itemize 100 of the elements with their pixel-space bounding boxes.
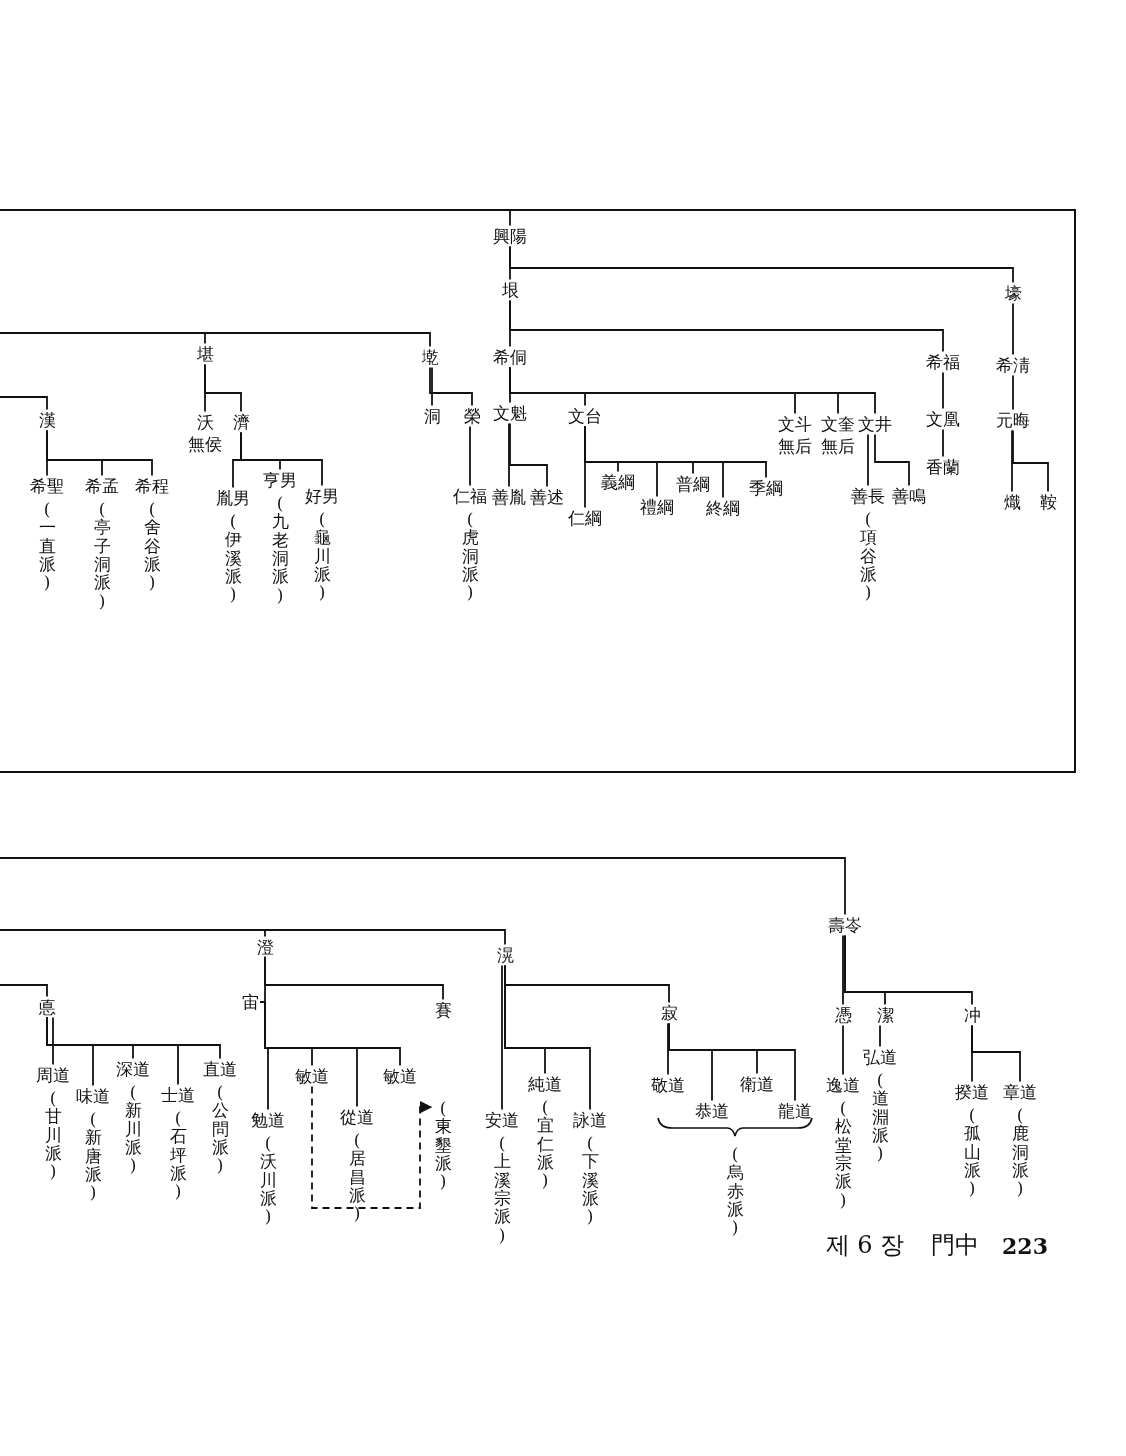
branch-label: (新唐派) [84,1109,102,1202]
tree-line [204,363,242,413]
tree-line [46,1016,221,1060]
person-name: 純道 [528,1075,562,1093]
person-name: 元晦 [996,411,1030,429]
tree-line [0,929,506,946]
tree-line [46,429,153,477]
person-name: 善胤 [492,488,526,506]
person-name: 香蘭 [926,458,960,476]
person-name: 季綱 [749,479,783,497]
person-name: 直道 [203,1060,237,1078]
tree-line [667,1022,669,1076]
branch-label: (虎洞派) [461,509,479,602]
person-name: 漢 [38,411,56,429]
tree-line [0,332,431,348]
person-name: 希程 [135,477,169,495]
branch-label: (上溪宗派) [493,1133,511,1244]
person-name: 胤男 [216,489,250,507]
person-name: 希孟 [85,477,119,495]
person-name: 善長 [851,487,885,505]
person-name: 文斗 [778,415,812,433]
branch-label: (松堂宗派) [834,1098,852,1209]
tree-line [844,934,973,1006]
person-name: 滉 [496,946,514,964]
tree-line [429,366,473,407]
person-name: 終綱 [706,499,740,517]
tree-line [942,428,944,458]
tree-line [867,433,869,487]
tree-line [584,425,767,479]
branch-label: (舍谷派) [143,499,161,592]
branch-label: (道淵派) [871,1070,889,1163]
branch-label: (項谷派) [859,509,877,602]
tree-line [264,956,444,1001]
person-name: 善鳴 [892,487,926,505]
tree-line [0,396,48,411]
person-name: 文凰 [926,410,960,428]
person-name: 文魁 [493,404,527,422]
branch-label: (東墾派) [434,1099,452,1191]
person-name: 衛道 [740,1075,774,1093]
person-name: 詠道 [573,1111,607,1129]
person-name: 安道 [485,1111,519,1129]
branch-label: (龜川派) [313,509,331,602]
person-name: 文台 [568,407,602,425]
person-name: 善述 [530,488,564,506]
tree-line [942,371,944,410]
tree-line [508,422,510,488]
person-name: 仁福 [453,487,487,505]
tree-line [879,1024,881,1048]
person-name: 深道 [116,1060,150,1078]
tree-line [52,1016,54,1066]
person-name: 希侗 [493,348,527,366]
branch-label: (新川派) [124,1082,142,1175]
tree-line [431,366,433,407]
tree-line [509,299,944,353]
branch-label: (石坪派) [169,1108,187,1201]
branch-label: (亭子洞派) [93,499,111,610]
tree-line [240,431,323,487]
person-name: 恭道 [695,1102,729,1120]
person-name: 章道 [1003,1083,1037,1101]
person-name: 義綱 [601,473,635,491]
branch-label: (烏赤派) [726,1145,744,1237]
person-name: 垠 [501,281,519,299]
branch-label: (鹿洞派) [1011,1105,1029,1198]
person-name: 文奎 [821,415,855,433]
person-name: 熾 [1003,493,1021,511]
person-name: 賽 [434,1001,452,1019]
person-name: 弘道 [863,1048,897,1066]
person-name: 希淸 [996,356,1030,374]
person-name: 堪 [196,345,214,363]
tree-line [668,1022,796,1102]
tree-line [509,245,1014,284]
person-name: 壕 [1004,284,1022,302]
dashed-arrow [311,1085,433,1209]
tree-line [509,209,511,227]
tree-line [842,1024,844,1076]
person-name: 澄 [256,938,274,956]
person-name: 勉道 [251,1111,285,1129]
branch-label: (宜仁派) [536,1097,554,1190]
person-name: 興陽 [493,227,527,245]
person-name: 寂 [660,1004,678,1022]
person-name: 龍道 [778,1102,812,1120]
branch-label: (伊溪派) [224,511,242,604]
tree-line [1012,429,1049,493]
lineage-note: 無侯 [188,435,222,453]
person-name: 敬道 [651,1076,685,1094]
tree-line [0,984,48,998]
person-name: 揆道 [955,1083,989,1101]
page-number: 223 [1002,1235,1048,1257]
branch-label: (居昌派) [348,1130,366,1223]
person-name: 敏道 [295,1067,329,1085]
person-name: 悳 [38,998,56,1016]
branch-label: (公問派) [211,1082,229,1175]
tree-line [1012,302,1014,356]
tree-line [1011,429,1013,493]
person-name: 敏道 [383,1067,417,1085]
tree-line [501,964,503,1111]
person-name: 希福 [926,353,960,371]
branch-label: (下溪派) [581,1133,599,1226]
tree-line [509,422,548,488]
person-name: 好男 [305,487,339,505]
